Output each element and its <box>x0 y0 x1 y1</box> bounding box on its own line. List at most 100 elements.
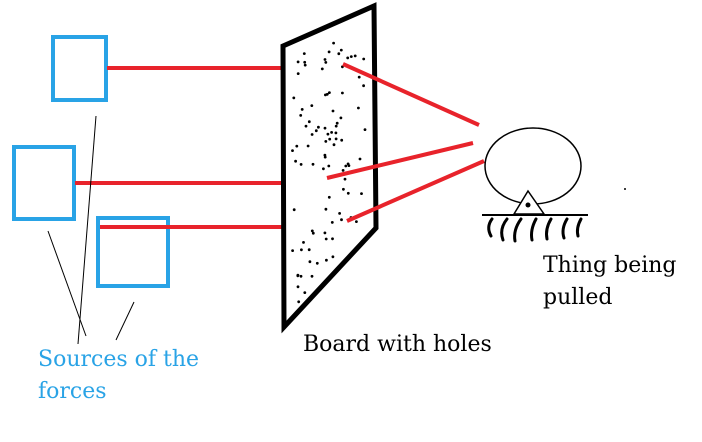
board-hole <box>330 221 334 224</box>
board-hole <box>291 249 294 253</box>
board-hole <box>296 60 300 64</box>
board-hole <box>325 92 329 96</box>
board-hole <box>302 52 306 55</box>
board-hole <box>362 57 366 61</box>
board-hole <box>323 153 327 157</box>
board-hole <box>326 132 330 136</box>
board-hole <box>324 140 328 143</box>
thing-label-line-1: Thing being <box>543 253 677 278</box>
board-hole <box>324 61 328 64</box>
sources-label-line-1: Sources of the <box>38 347 200 372</box>
board-hole <box>341 169 345 172</box>
board-hole <box>310 104 314 107</box>
board-hole <box>339 116 343 120</box>
board-hole <box>346 162 350 166</box>
board-hole <box>299 163 303 166</box>
board-hole <box>363 128 367 132</box>
board-hole <box>341 91 344 95</box>
board-hole <box>353 54 357 58</box>
board-hole <box>360 192 363 196</box>
board-hole <box>338 212 341 215</box>
board-hole <box>357 75 361 79</box>
pointer-line-2 <box>47 230 87 337</box>
board-hole <box>302 241 305 244</box>
board-hole <box>307 248 311 252</box>
board-hole <box>327 164 331 168</box>
board-hole <box>295 144 299 148</box>
board-hole <box>311 162 315 166</box>
board-hole <box>322 167 325 171</box>
board-hole <box>310 274 314 278</box>
board-hole <box>328 137 332 141</box>
board-hole <box>303 60 307 64</box>
board-hole <box>310 133 314 136</box>
source-box-2 <box>12 145 76 221</box>
board-hole <box>307 120 311 124</box>
board-hole <box>327 195 331 199</box>
board-hole <box>332 143 336 147</box>
board-hole <box>303 63 307 67</box>
board-hole <box>334 137 338 141</box>
board-hole <box>320 67 324 71</box>
board-hole <box>292 96 296 100</box>
thing-label-line-2: pulled <box>543 285 613 310</box>
board-hole <box>337 52 341 56</box>
sources-label: Sources of the forces <box>38 344 199 408</box>
board-label: Board with holes <box>303 329 492 361</box>
pivot-pin <box>525 202 531 208</box>
thing-label: Thing being pulled <box>543 250 677 314</box>
board-hole <box>324 207 328 211</box>
board-hole <box>291 149 294 153</box>
board-hole <box>323 231 327 235</box>
board-hole <box>355 220 358 224</box>
stray-dot <box>624 188 626 190</box>
board-hole <box>308 260 312 264</box>
board-hole <box>300 108 304 111</box>
board-hole <box>296 72 300 75</box>
board-hole <box>304 124 308 128</box>
board-hole <box>362 84 365 88</box>
board-hole <box>317 125 320 129</box>
board-hole <box>346 56 350 60</box>
board-hole <box>303 291 307 294</box>
board-hole <box>357 106 360 110</box>
source-box-1 <box>51 35 108 102</box>
board-hole <box>330 131 333 134</box>
board-hole <box>334 124 338 128</box>
pointer-line-1 <box>77 115 97 345</box>
board-hole <box>339 48 343 52</box>
board-hole <box>335 121 339 125</box>
board-hole <box>343 177 347 181</box>
board-hole <box>294 159 297 163</box>
force-line-3-out <box>346 159 485 223</box>
board-hole <box>296 274 300 278</box>
board-hole <box>331 237 334 241</box>
board-hole <box>297 300 301 304</box>
pointer-line-3 <box>115 301 135 341</box>
board-hole <box>334 131 338 135</box>
board-hole <box>292 208 296 212</box>
board-hole <box>315 261 319 265</box>
board-hole <box>331 109 335 113</box>
source-box-3 <box>96 216 170 288</box>
board-holes <box>291 41 367 304</box>
board-hole <box>344 164 348 168</box>
board-hole <box>342 187 345 191</box>
sources-label-line-2: forces <box>38 379 107 404</box>
board-hole <box>310 229 314 233</box>
board-hole <box>358 157 362 161</box>
board-hole <box>299 114 303 117</box>
board-hole <box>331 255 335 259</box>
board-hole <box>311 231 315 235</box>
board-hole <box>300 248 303 252</box>
board-hole <box>306 144 310 148</box>
board-hole <box>340 218 343 222</box>
pulled-object <box>484 127 582 205</box>
board-hole <box>314 129 318 133</box>
board-hole <box>340 138 344 142</box>
board-hole <box>325 258 328 262</box>
board-hole <box>296 285 300 289</box>
board-hole <box>299 274 303 278</box>
board-hole <box>324 237 328 241</box>
